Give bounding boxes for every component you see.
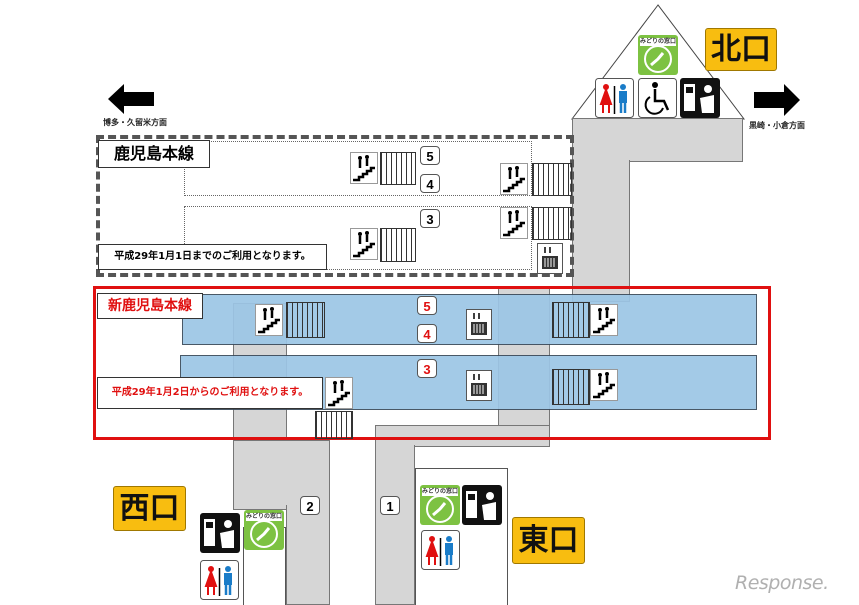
midori-label: みどりの窓口 [246,513,283,521]
elevator-icon [466,309,492,340]
ticket-machine-icon [680,78,720,118]
response-logo: Response. [735,572,829,594]
ticket-machine-icon [200,513,240,553]
wheelchair-icon [638,78,678,119]
east-exit-sign: 東口 [512,517,585,564]
west-corridor-exit [286,505,330,605]
east-corridor [375,425,550,447]
old-track-4: 4 [420,174,440,193]
elevator-icon [537,243,563,274]
track-2-label: 2 [300,496,320,515]
escalator-icon [500,163,528,195]
new-track-3: 3 [417,359,437,378]
old-line-area [96,135,574,277]
new-track-4: 4 [417,324,437,343]
arrow-left-icon [108,84,154,114]
escalator-icon [255,304,283,336]
stairs [315,411,353,439]
stairs [380,228,416,262]
old-track-3: 3 [420,209,440,228]
north-exit-sign: 北口 [705,28,777,71]
arrow-right-icon [754,84,800,116]
stairs [552,302,590,338]
new-line-notice: 平成29年1月2日からのご利用となります。 [97,377,323,409]
new-track-5: 5 [417,296,437,315]
escalator-icon [325,377,353,409]
new-line-area [93,286,771,440]
new-line-label: 新鹿児島本線 [97,293,203,319]
midori-label: みどりの窓口 [640,38,677,46]
ticket-machine-icon [462,485,502,525]
elevator-icon [466,370,492,401]
escalator-icon [350,228,378,260]
stairs [532,207,572,240]
direction-left-label: 博多・久留米方面 [103,118,167,127]
escalator-icon [590,369,618,401]
toilet-icon [421,530,461,571]
west-exit-sign: 西口 [113,486,186,531]
escalator-icon [350,152,378,184]
escalator-icon [590,304,618,336]
old-track-5: 5 [420,146,440,165]
north-corridor [572,160,630,302]
north-concourse [572,118,743,162]
midori-label: みどりの窓口 [422,488,459,496]
escalator-icon [500,207,528,239]
stairs [286,302,325,338]
toilet-icon [200,560,240,601]
old-line-label: 鹿児島本線 [98,140,210,168]
stairs [532,163,572,196]
stairs [552,369,590,405]
old-line-notice: 平成29年1月1日までのご利用となります。 [98,244,327,270]
stairs [380,152,416,185]
track-1-label: 1 [380,496,400,515]
east-corridor-exit [375,445,415,605]
toilet-icon [595,78,635,119]
direction-right-label: 黒崎・小倉方面 [749,121,805,130]
